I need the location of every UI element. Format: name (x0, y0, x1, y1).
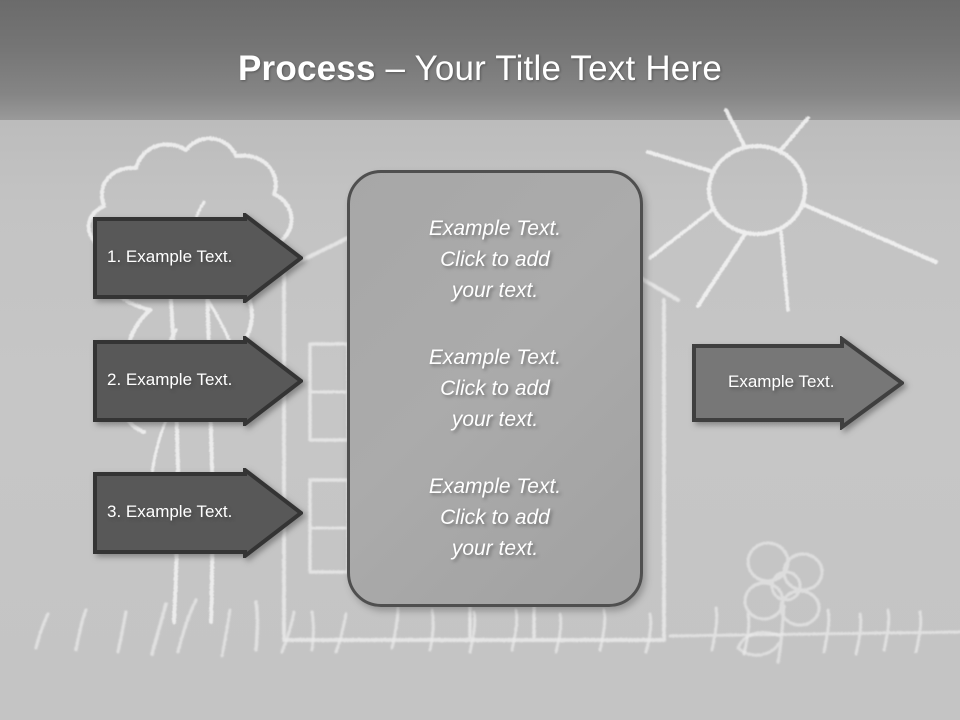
right-arrow-icon (93, 213, 303, 303)
panel-text-line-1: Example Text. (428, 346, 562, 369)
panel-text-block-2[interactable]: Example Text. Click to add your text. (350, 342, 640, 435)
panel-text-line-3: your text. (451, 408, 539, 431)
panel-text-line-2: Click to add (440, 377, 550, 400)
right-arrow-icon (93, 336, 303, 426)
background-sky (0, 0, 960, 135)
result-arrow[interactable]: Example Text. (692, 336, 904, 430)
panel-text-line-1: Example Text. (428, 475, 562, 498)
slide-title: Process – Your Title Text Here (0, 47, 960, 91)
slide-title-strong: Process (238, 49, 376, 88)
slide-title-rest: – Your Title Text Here (375, 49, 722, 88)
right-arrow-icon (692, 336, 904, 430)
panel-text-line-1: Example Text. (428, 217, 562, 240)
panel-text-line-2: Click to add (440, 248, 550, 271)
center-content-panel[interactable]: Example Text. Click to add your text. Ex… (347, 170, 643, 607)
panel-text-block-3[interactable]: Example Text. Click to add your text. (350, 471, 640, 564)
panel-text-line-3: your text. (451, 537, 539, 560)
panel-text-block-1[interactable]: Example Text. Click to add your text. (350, 213, 640, 306)
step-arrow-3[interactable]: 3. Example Text. (93, 468, 303, 558)
step-arrow-2[interactable]: 2. Example Text. (93, 336, 303, 426)
step-arrow-1[interactable]: 1. Example Text. (93, 213, 303, 303)
right-arrow-icon (93, 468, 303, 558)
panel-text-line-2: Click to add (440, 506, 550, 529)
panel-text-line-3: your text. (451, 279, 539, 302)
